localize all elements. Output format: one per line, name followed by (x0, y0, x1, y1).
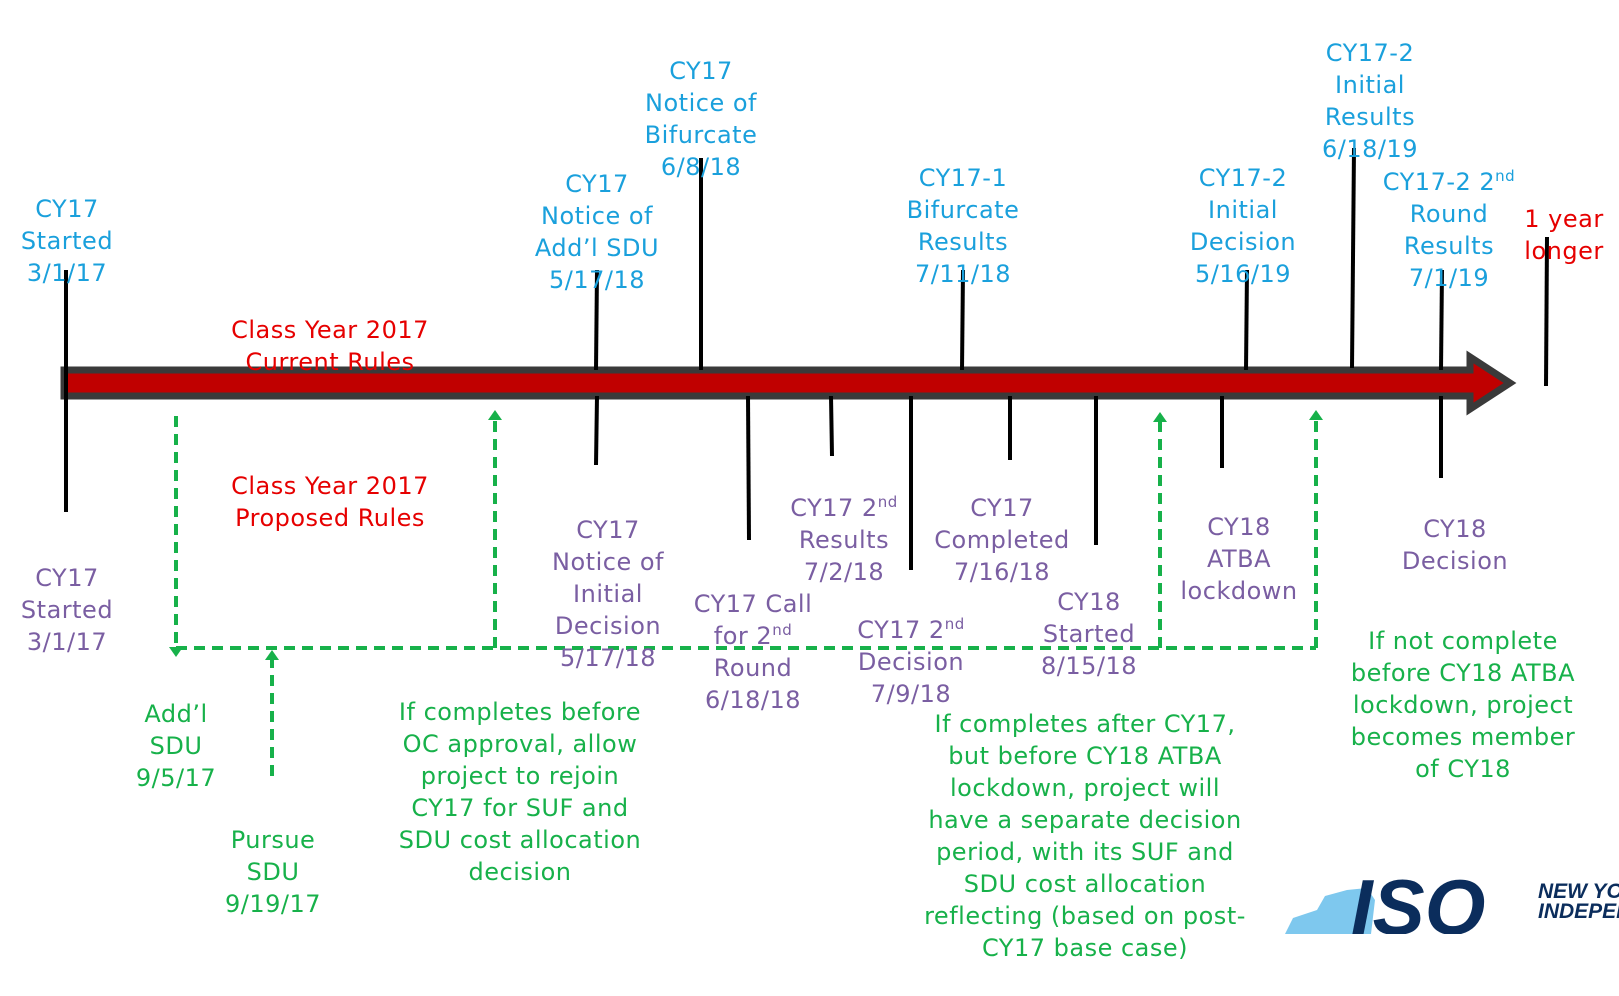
tick-1-year-longer (1544, 236, 1549, 387)
timeline-arrow (60, 350, 1517, 416)
sdu-path-arrowheads (169, 410, 1323, 660)
logo-wordmark: NEW YOR INDEPEN (1538, 880, 1619, 923)
timeline-diagram (60, 147, 1549, 776)
nyiso-logo: ISO (1285, 870, 1485, 934)
note-separate-decision-period: If completes after CY17,but before CY18 … (924, 710, 1246, 962)
tick-bifurcate-results (960, 269, 965, 371)
tick-notice-initial-decision (594, 395, 599, 466)
tick-notice-addl-sdu (594, 269, 599, 371)
tick-cy17-2-2nd-round-results (1439, 269, 1444, 371)
sdu-path (174, 416, 1318, 776)
tick-2nd-results (829, 395, 834, 457)
tick-cy17-2-initial-decision (1244, 269, 1249, 371)
logo-mark: ISO (1351, 870, 1485, 934)
tick-cy17-2-initial-results (1350, 147, 1356, 369)
state-shape-icon (1285, 888, 1375, 934)
tick-call-2nd-round (746, 395, 751, 541)
